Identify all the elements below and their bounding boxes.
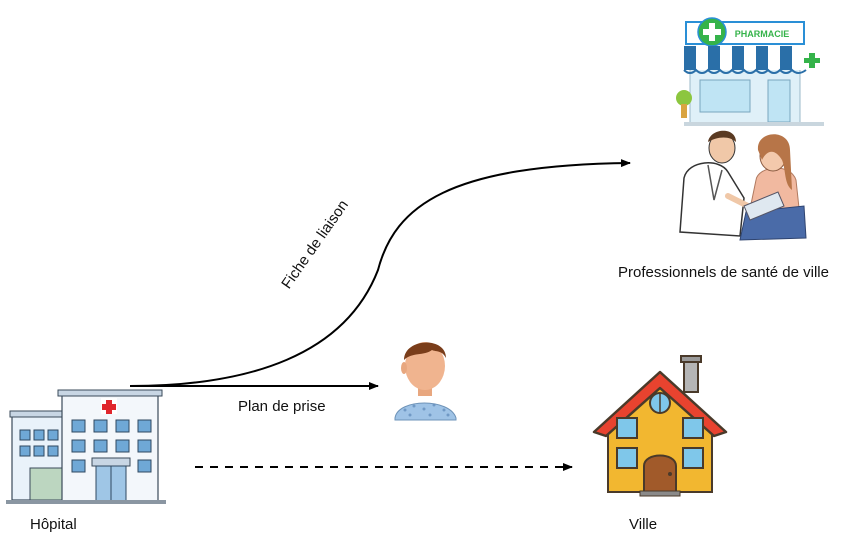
hospital-label: Hôpital — [30, 516, 77, 533]
professionals-label: Professionnels de santé de ville — [618, 264, 829, 281]
hospital-icon — [6, 389, 166, 504]
intake-plan-label: Plan de prise — [238, 398, 326, 415]
house-icon — [592, 355, 728, 497]
pharmacy-sign-text: PHARMACIE — [735, 29, 790, 39]
city-label: Ville — [629, 516, 658, 533]
pharmacy-awning — [683, 46, 807, 74]
liaison-sheet-arrow — [129, 159, 631, 387]
patient-icon — [394, 342, 457, 421]
doctor-patient-icon — [679, 130, 807, 241]
pharmacy-icon: PHARMACIE — [676, 17, 824, 126]
